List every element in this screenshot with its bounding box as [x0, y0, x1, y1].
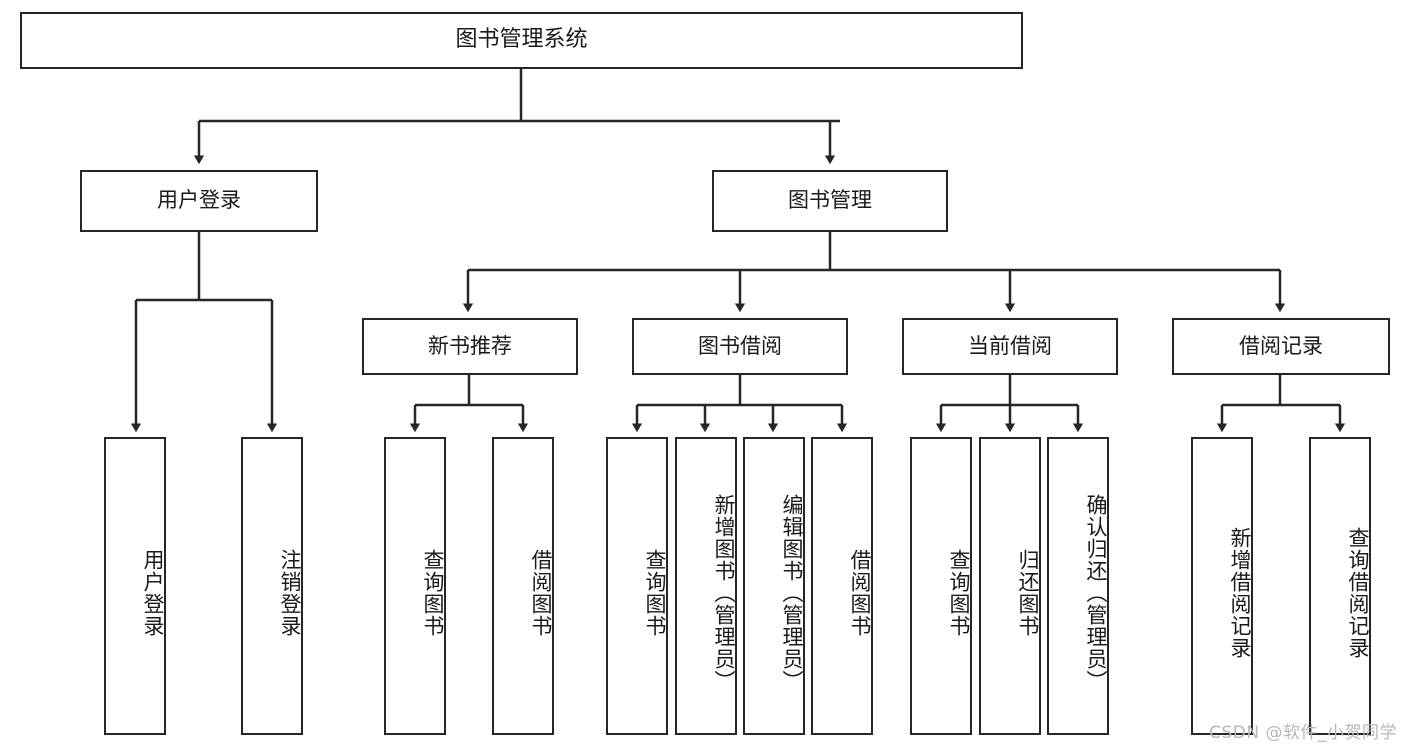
leaf-query-borrow-record-label: 查询借阅记录	[1346, 527, 1370, 659]
leaf-query-borrow-record[interactable]: 查询借阅记录	[1309, 437, 1371, 735]
leaf-query-book-current[interactable]: 查询图书	[910, 437, 972, 735]
leaf-query-book-borrow[interactable]: 查询图书	[606, 437, 668, 735]
leaf-query-book-borrow-label: 查询图书	[643, 549, 667, 637]
node-current-borrow[interactable]: 当前借阅	[902, 318, 1118, 375]
leaf-user-login-label: 用户登录	[141, 549, 165, 637]
leaf-return-book[interactable]: 归还图书	[979, 437, 1041, 735]
leaf-query-book-recommend-label: 查询图书	[421, 549, 445, 637]
watermark: CSDN @软件_小贺同学	[1209, 723, 1397, 743]
node-user-login[interactable]: 用户登录	[80, 170, 318, 232]
node-borrow-record[interactable]: 借阅记录	[1172, 318, 1390, 375]
leaf-edit-book-admin-label: 编辑图书（管理员）	[780, 494, 804, 692]
leaf-borrow-book-recommend-label: 借阅图书	[529, 549, 553, 637]
leaf-add-borrow-record-label: 新增借阅记录	[1228, 527, 1252, 659]
node-current-borrow-label: 当前借阅	[968, 333, 1052, 358]
leaf-user-login[interactable]: 用户登录	[104, 437, 166, 735]
node-root-system[interactable]: 图书管理系统	[20, 12, 1023, 69]
node-new-book-recommend[interactable]: 新书推荐	[362, 318, 578, 375]
node-book-borrow-label: 图书借阅	[698, 333, 782, 358]
leaf-borrow-book-recommend[interactable]: 借阅图书	[492, 437, 554, 735]
node-new-book-recommend-label: 新书推荐	[428, 333, 512, 358]
leaf-query-book-recommend[interactable]: 查询图书	[384, 437, 446, 735]
node-book-borrow[interactable]: 图书借阅	[632, 318, 848, 375]
leaf-return-book-label: 归还图书	[1016, 549, 1040, 637]
leaf-borrow-book-label: 借阅图书	[848, 549, 872, 637]
node-borrow-record-label: 借阅记录	[1239, 333, 1323, 358]
leaf-add-book-admin[interactable]: 新增图书（管理员）	[675, 437, 737, 735]
leaf-edit-book-admin[interactable]: 编辑图书（管理员）	[743, 437, 805, 735]
leaf-add-borrow-record[interactable]: 新增借阅记录	[1191, 437, 1253, 735]
leaf-add-book-admin-label: 新增图书（管理员）	[712, 494, 736, 692]
node-root-label: 图书管理系统	[455, 27, 588, 53]
leaf-query-book-current-label: 查询图书	[947, 549, 971, 637]
node-user-login-label: 用户登录	[157, 188, 241, 213]
leaf-confirm-return-admin[interactable]: 确认归还（管理员）	[1047, 437, 1109, 735]
leaf-logout[interactable]: 注销登录	[241, 437, 303, 735]
leaf-confirm-return-admin-label: 确认归还（管理员）	[1084, 494, 1108, 692]
leaf-borrow-book[interactable]: 借阅图书	[811, 437, 873, 735]
leaf-logout-label: 注销登录	[278, 549, 302, 637]
node-book-management-label: 图书管理	[788, 188, 872, 213]
node-book-management[interactable]: 图书管理	[712, 170, 948, 232]
